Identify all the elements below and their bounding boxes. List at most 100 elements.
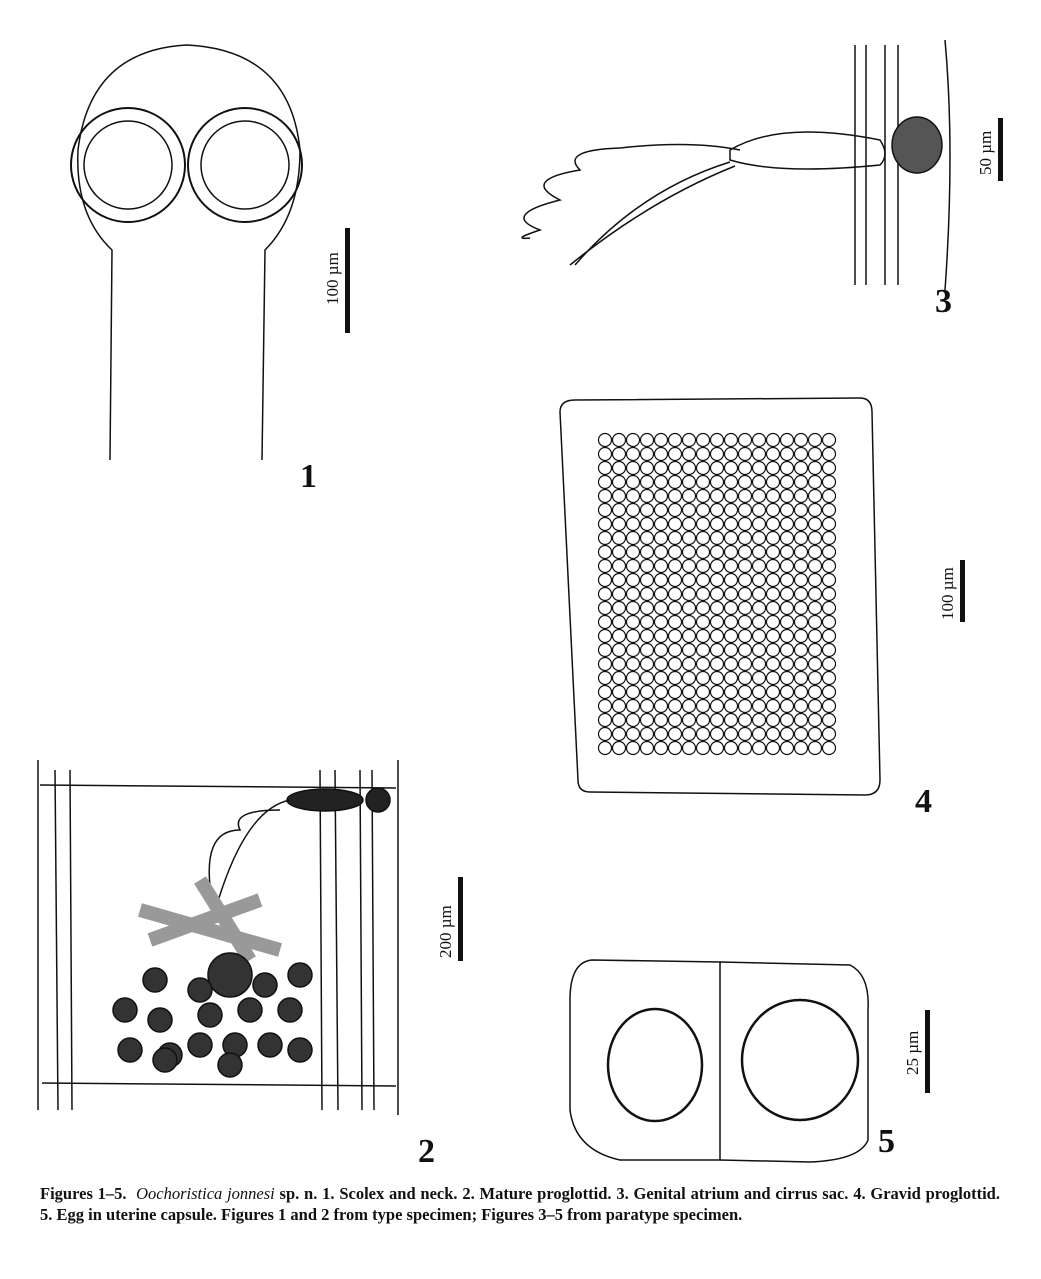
egg-capsule	[723, 460, 739, 476]
egg-capsule	[723, 544, 739, 560]
egg-capsule	[667, 474, 683, 490]
figure-number-5: 5	[878, 1123, 895, 1160]
egg-capsule	[723, 740, 739, 756]
egg-capsule	[667, 432, 683, 448]
egg-capsule	[695, 656, 711, 672]
egg-capsule	[681, 698, 697, 714]
egg-capsule	[793, 544, 809, 560]
egg-capsule	[765, 600, 781, 616]
egg-capsule	[723, 712, 739, 728]
egg-capsule	[807, 684, 823, 700]
egg-capsule	[681, 432, 697, 448]
egg-capsule	[639, 558, 655, 574]
egg-capsule	[653, 656, 669, 672]
testis	[187, 1032, 213, 1058]
egg-capsule	[751, 488, 767, 504]
egg-capsule	[653, 740, 669, 756]
egg-capsule	[765, 488, 781, 504]
egg-capsule	[597, 460, 613, 476]
egg-capsule	[765, 670, 781, 686]
egg-capsule	[667, 712, 683, 728]
egg-capsule	[751, 446, 767, 462]
egg-capsule	[653, 544, 669, 560]
egg-capsule	[611, 600, 627, 616]
egg-capsule	[821, 572, 837, 588]
egg-capsule	[695, 516, 711, 532]
egg-capsule	[709, 656, 725, 672]
egg-capsule	[807, 642, 823, 658]
egg-capsule	[737, 544, 753, 560]
egg-capsule	[793, 684, 809, 700]
figure-1-scolex	[70, 44, 303, 461]
caption-text: sp. n. 1. Scolex and neck. 2. Mature pro…	[40, 1184, 1000, 1224]
egg-capsule	[639, 488, 655, 504]
egg-capsule	[709, 460, 725, 476]
egg-capsule	[639, 446, 655, 462]
egg-capsule	[821, 642, 837, 658]
egg-capsule	[779, 488, 795, 504]
testis	[252, 972, 278, 998]
egg-capsule	[737, 530, 753, 546]
egg-capsule	[821, 684, 837, 700]
egg-capsule	[765, 516, 781, 532]
egg-capsule	[639, 614, 655, 630]
scale-label-3: 50 µm	[976, 130, 995, 175]
egg-capsule	[793, 740, 809, 756]
scale-label-4: 100 µm	[938, 567, 957, 620]
egg-capsule	[779, 530, 795, 546]
egg-capsule	[765, 726, 781, 742]
figure-4-gravid-proglottid	[559, 397, 881, 796]
egg-capsule	[793, 516, 809, 532]
egg-capsule	[821, 530, 837, 546]
egg-capsule	[793, 726, 809, 742]
egg-capsule	[653, 488, 669, 504]
egg-capsule	[779, 572, 795, 588]
egg-capsule	[807, 544, 823, 560]
egg-capsule	[625, 712, 641, 728]
egg-capsule	[653, 530, 669, 546]
egg-capsule	[597, 586, 613, 602]
egg-capsule	[737, 460, 753, 476]
egg-capsule	[751, 642, 767, 658]
egg-capsule	[723, 558, 739, 574]
egg-capsule	[597, 698, 613, 714]
egg-capsule	[737, 684, 753, 700]
egg-capsule	[653, 502, 669, 518]
egg-capsule	[709, 642, 725, 658]
egg-capsule	[695, 586, 711, 602]
egg-capsule	[709, 432, 725, 448]
egg-capsule	[807, 530, 823, 546]
egg-capsule	[667, 586, 683, 602]
egg-capsule	[821, 586, 837, 602]
egg-capsule	[639, 656, 655, 672]
egg-capsule	[667, 600, 683, 616]
egg-capsule	[653, 474, 669, 490]
egg-capsule	[779, 516, 795, 532]
scale-bar-2	[458, 877, 463, 961]
egg-capsule	[723, 670, 739, 686]
egg-capsule	[681, 488, 697, 504]
egg-capsule	[723, 530, 739, 546]
egg-capsule	[751, 740, 767, 756]
scale-label-1: 100 µm	[323, 252, 342, 305]
egg-capsule	[779, 614, 795, 630]
egg-capsule	[821, 516, 837, 532]
egg-capsule	[793, 502, 809, 518]
egg-capsule	[807, 502, 823, 518]
egg-capsule	[625, 670, 641, 686]
egg-capsule	[611, 488, 627, 504]
egg-capsule	[793, 642, 809, 658]
egg-capsule	[821, 712, 837, 728]
egg-capsule	[653, 600, 669, 616]
egg-capsule	[793, 614, 809, 630]
egg-capsule	[709, 740, 725, 756]
egg-capsule	[639, 712, 655, 728]
egg-capsule	[779, 642, 795, 658]
scale-label-2: 200 µm	[436, 905, 455, 958]
egg-capsule	[639, 600, 655, 616]
egg-capsule	[667, 558, 683, 574]
egg-capsule	[737, 698, 753, 714]
egg-capsule	[611, 628, 627, 644]
egg-capsule	[751, 698, 767, 714]
egg-capsule	[793, 572, 809, 588]
